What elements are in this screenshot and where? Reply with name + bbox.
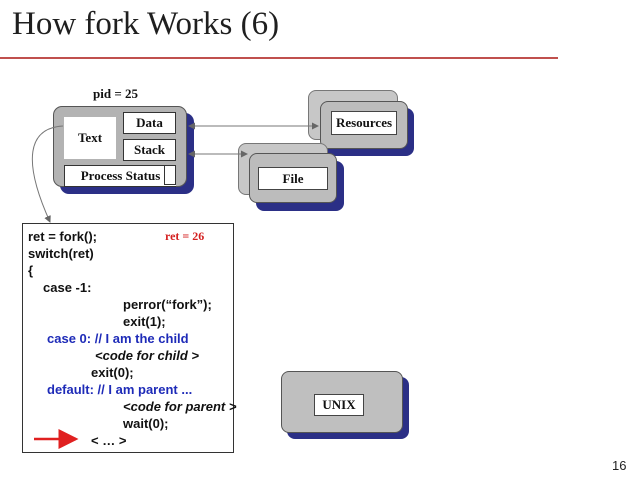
unix-box: UNIX: [281, 371, 403, 433]
code-line-7: case 0: // I am the child: [47, 331, 189, 346]
slide-title: How fork Works (6): [12, 6, 280, 42]
process-stack-segment: Stack: [123, 139, 176, 161]
pid-label: pid = 25: [93, 86, 138, 101]
resources-front-card: Resources: [320, 101, 408, 149]
code-line-9: exit(0);: [91, 365, 134, 380]
process-data-segment: Data: [123, 112, 176, 134]
code-line-4: case -1:: [43, 280, 92, 295]
ret-value-label: ret = 26: [165, 229, 205, 243]
file-front-card: File: [249, 153, 337, 203]
code-line-11: <code for parent >: [123, 399, 237, 414]
code-line-13: < … >: [91, 433, 127, 448]
code-line-8: <code for child >: [95, 348, 200, 363]
code-line-1: ret = fork();: [28, 229, 97, 244]
process-box: Text Data Stack Process Status: [53, 106, 187, 187]
text-to-code-link: [31, 125, 64, 223]
code-box: [22, 223, 234, 453]
code-line-2: switch(ret): [28, 246, 94, 261]
code-line-3: {: [28, 263, 34, 278]
process-status-tab: [164, 165, 176, 185]
code-line-6: exit(1);: [123, 314, 166, 329]
title-rule: [0, 57, 558, 59]
process-text-segment: Text: [64, 117, 116, 159]
page-number: 16: [612, 458, 627, 473]
resources-label: Resources: [331, 111, 397, 135]
unix-label: UNIX: [314, 394, 364, 416]
code-line-5: perror(“fork”);: [123, 297, 212, 312]
file-label: File: [258, 167, 328, 190]
code-line-10: default: // I am parent ...: [47, 382, 193, 397]
process-status-segment: Process Status: [64, 165, 176, 187]
code-line-12: wait(0);: [123, 416, 169, 431]
